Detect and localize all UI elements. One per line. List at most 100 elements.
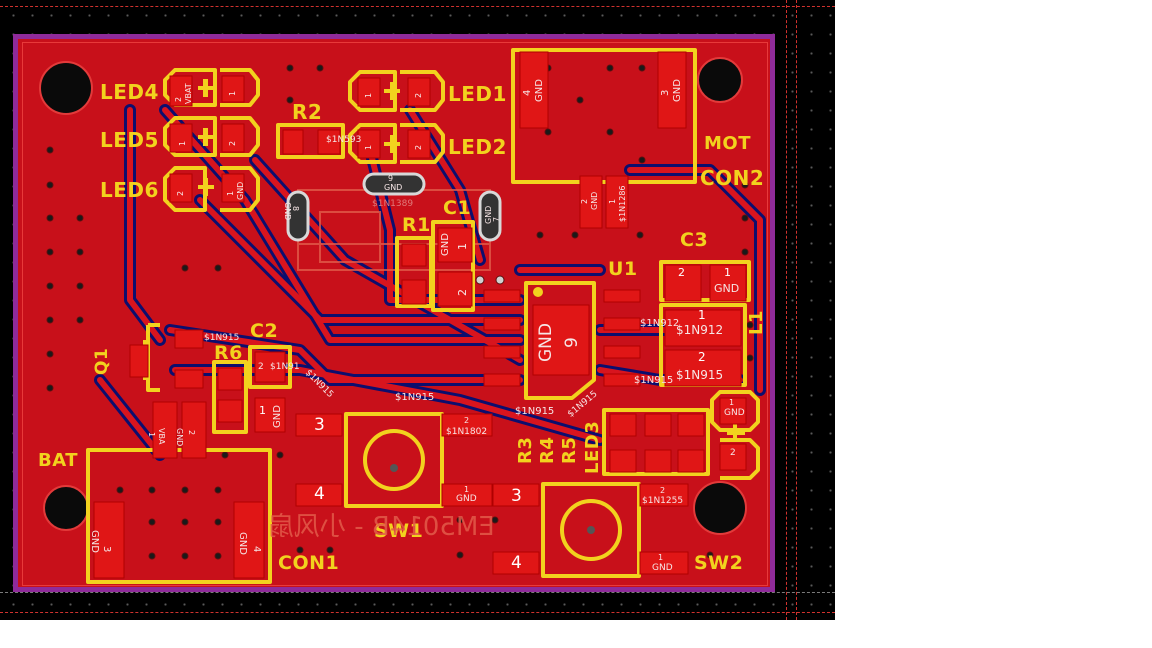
pad-led6-1: 1 xyxy=(226,190,235,196)
pad-sw2-2-net: $1N1255 xyxy=(642,496,684,506)
switch-center-holes xyxy=(390,464,595,534)
designator-led3: LED3 xyxy=(582,420,603,474)
designator-mot: MOT xyxy=(704,133,751,154)
pad-c1-2: 2 xyxy=(456,289,469,296)
pad-sw1-2-net: $1N1802 xyxy=(446,427,488,437)
designator-led2: LED2 xyxy=(448,135,507,159)
designator-sw1: SW1 xyxy=(374,520,424,542)
designator-r6: R6 xyxy=(214,342,243,364)
pad-sw2-2: 2 xyxy=(660,486,666,495)
net-label-1n915-l1: $1N915 xyxy=(634,375,674,386)
pad-led4-vbat: VBAT xyxy=(184,83,193,104)
designator-l1: L1 xyxy=(746,310,767,335)
net-label-1n915-u1: $1N915 xyxy=(515,406,555,417)
led-polarity-marks xyxy=(198,79,745,440)
pad-q1-vba: VBA xyxy=(157,428,166,445)
pad-c2-1: 1 xyxy=(259,404,266,417)
pad-led3-gnd: GND xyxy=(724,408,745,418)
board-edge-line xyxy=(0,592,835,593)
board-clearance-outline xyxy=(22,42,768,586)
pad-sw1-4: 4 xyxy=(314,484,325,504)
designator-con2: CON2 xyxy=(700,166,765,190)
net-label-1n915-q1: $1N915 xyxy=(204,333,240,343)
pad-l1-1-net: $1N912 xyxy=(676,323,724,337)
pad-led1-2: 2 xyxy=(414,92,423,98)
designator-sw2: SW2 xyxy=(694,552,744,574)
pad-l1-1: 1 xyxy=(698,308,706,322)
smd-pads xyxy=(93,51,747,579)
designator-r3: R3 xyxy=(515,436,536,464)
pad-led1-1: 1 xyxy=(364,92,373,98)
designator-u1: U1 xyxy=(608,258,638,280)
net-label-1n593: $1N593 xyxy=(326,135,362,145)
pad-sw2-4: 4 xyxy=(511,553,522,573)
designator-c2: C2 xyxy=(250,320,279,342)
pad-usb-7-net: GND xyxy=(484,205,493,224)
pad-con2-1-net: $1N1286 xyxy=(618,185,627,222)
pad-led2-1: 1 xyxy=(364,144,373,150)
pad-led3-2: 2 xyxy=(730,448,736,458)
pad-mot-4-net: GND xyxy=(534,79,545,102)
designator-r4: R4 xyxy=(537,436,558,464)
designator-led5: LED5 xyxy=(100,128,159,152)
designator-q1: Q1 xyxy=(92,347,112,375)
pad-sw1-2: 2 xyxy=(464,416,470,425)
pcb-artwork xyxy=(39,48,766,584)
pad-con1-3-net: GND xyxy=(89,530,100,553)
pad-led6-2: 2 xyxy=(176,190,185,196)
keepout-line-bottom xyxy=(0,612,835,613)
keepout-line-right xyxy=(786,0,787,620)
pad-u1-gnd: GND xyxy=(536,323,556,362)
designator-led1: LED1 xyxy=(448,82,507,106)
designator-led4: LED4 xyxy=(100,80,159,104)
designator-r1: R1 xyxy=(402,214,431,236)
pad-mot-3: 3 xyxy=(660,89,671,96)
pad-led5-2: 2 xyxy=(228,140,237,146)
pad-c2-gnd: GND xyxy=(272,405,283,428)
pad-sw1-1: 1 xyxy=(464,485,470,494)
pad-led5-1: 1 xyxy=(178,140,187,146)
designator-bat: BAT xyxy=(38,450,79,471)
pad-con1-4: 4 xyxy=(251,546,262,553)
pad-con2-2: 2 xyxy=(580,198,589,204)
pad-sw2-1-net: GND xyxy=(652,563,673,573)
net-label-1n1389: $1N1389 xyxy=(372,199,414,209)
designator-c3: C3 xyxy=(680,229,709,251)
pad-l1-2-net: $1N915 xyxy=(676,368,724,382)
pad-usb-8-net: GND xyxy=(283,202,292,221)
pad-con1-4-net: GND xyxy=(237,532,248,555)
pad-led3-1: 1 xyxy=(729,398,735,407)
pad-usb-9: 9 xyxy=(388,174,394,183)
designator-con1: CON1 xyxy=(278,552,340,574)
pad-sw1-1-net: GND xyxy=(456,494,477,504)
pad-c2-2: 2 xyxy=(258,362,264,372)
pad-sw1-3: 3 xyxy=(314,415,325,435)
pad-mot-3-net: GND xyxy=(672,79,683,102)
bottom-silkscreen-text: EM5014B - 小风扇 xyxy=(268,512,495,542)
pad-con2-1: 1 xyxy=(608,198,617,204)
pad-q1-1: 1 xyxy=(147,432,156,438)
keepout-line-top xyxy=(0,6,835,7)
silkscreen-outlines xyxy=(86,48,760,584)
pad-sw2-1: 1 xyxy=(658,553,664,562)
net-label-1n912-trace: $1N912 xyxy=(640,318,680,329)
pad-usb-9-net: GND xyxy=(384,183,403,192)
pad-led6-gnd: GND xyxy=(236,181,245,200)
designator-r2: R2 xyxy=(292,100,323,124)
pad-led2-2: 2 xyxy=(414,144,423,150)
mounting-holes xyxy=(39,57,747,535)
pad-usb-8: 8 xyxy=(291,206,300,212)
pcb-viewport[interactable]: LED4 LED5 LED6 LED1 LED2 R2 MOT CON2 R1 … xyxy=(0,0,835,620)
pad-l1-2: 2 xyxy=(698,350,706,364)
pad-c3-2: 2 xyxy=(678,266,685,279)
pad-c1-gnd: GND xyxy=(440,233,451,256)
designator-c1: C1 xyxy=(443,197,472,219)
pad-mot-4: 4 xyxy=(522,89,533,96)
pad-u1-9: 9 xyxy=(562,337,582,348)
pad-led4-2: 2 xyxy=(174,96,183,102)
pad-q1-gnd: GND xyxy=(175,428,184,447)
pad-c3-gnd: GND xyxy=(714,282,740,295)
pad-q1-2: 2 xyxy=(187,430,196,436)
pad-con2-2-net: GND xyxy=(590,191,599,210)
keepout-line-right-outer xyxy=(796,0,797,620)
